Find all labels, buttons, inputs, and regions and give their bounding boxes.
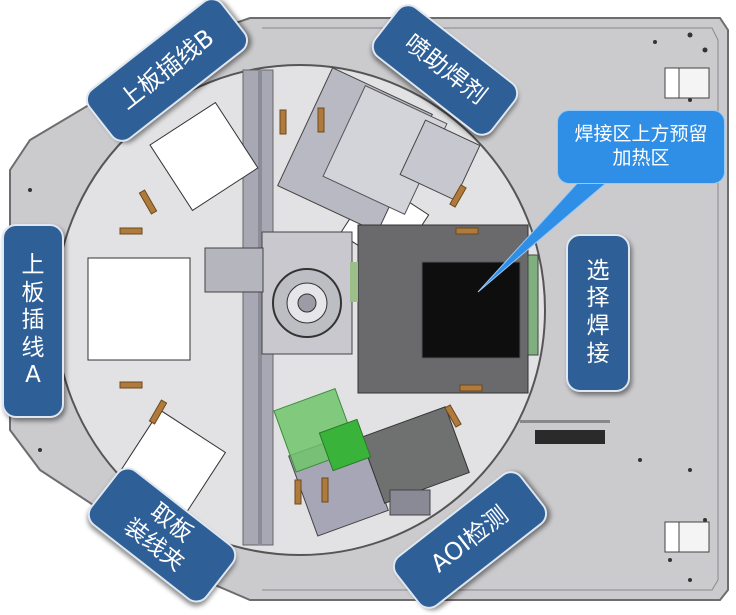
upper-board-a-char-1: 上 (21, 252, 45, 279)
selective-solder-char-4: 接 (586, 340, 610, 367)
board-holder-left (87, 257, 191, 361)
conveyor-bar (535, 430, 605, 444)
callout-preheat-text: 焊接区上方预留加热区 (574, 123, 708, 169)
upper-board-a-char-5: A (25, 362, 41, 389)
upper-board-a-char-2: 板 (21, 279, 45, 306)
station-label-upper-board-a: 上 板 插 线 A (2, 224, 64, 418)
clamp-tabs (119, 107, 483, 505)
upper-board-a-char-4: 线 (21, 334, 45, 361)
solder-zone (421, 261, 521, 359)
callout-preheat-zone: 焊接区上方预留加热区 (557, 110, 725, 184)
flux-station (277, 67, 481, 233)
selective-solder-char-2: 择 (586, 285, 610, 312)
selective-solder-char-3: 焊 (586, 313, 610, 339)
selective-solder-char-1: 选 (586, 257, 610, 284)
rotary-indexer (204, 231, 353, 355)
upper-board-a-char-3: 插 (21, 307, 45, 334)
station-label-selective-solder: 选 择 焊 接 (566, 234, 630, 392)
board-holder-top-left (149, 101, 259, 212)
